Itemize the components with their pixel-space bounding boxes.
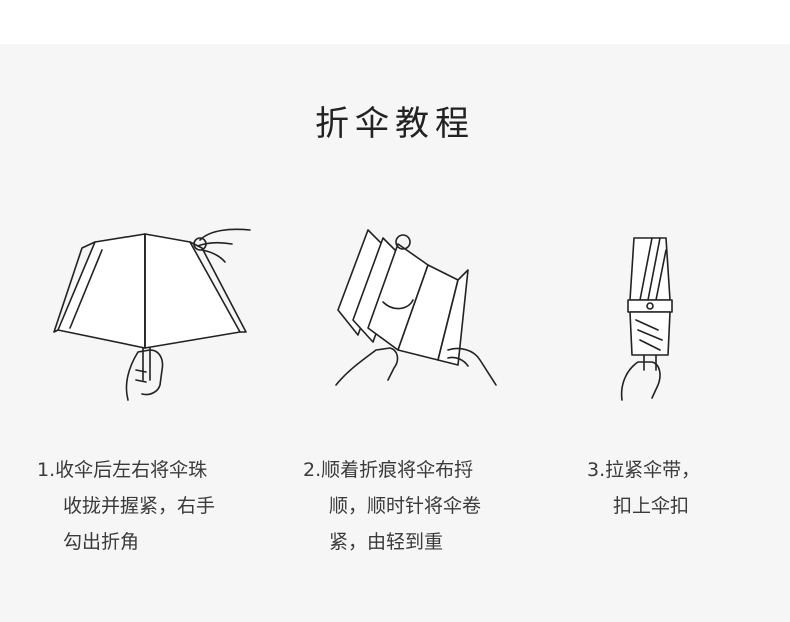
step3-line1: 3.拉紧伞带， [587,459,701,481]
page-title: 折伞教程 [315,104,475,144]
step2-instructions: 2.顺着折痕将伞布捋 顺，顺时针将伞卷 紧，由轻到重 [303,452,481,560]
step1-line3: 勾出折角 [63,531,140,553]
step2-line2: 顺，顺时针将伞卷 [329,495,482,517]
step3-instructions: 3.拉紧伞带， 扣上伞扣 [587,452,700,524]
step2-illustration [328,220,508,395]
step3-line2: 扣上伞扣 [613,495,690,517]
step3-illustration [612,220,682,405]
step1-line1: 1.收伞后左右将伞珠 [37,459,208,481]
step2-line3: 紧，由轻到重 [329,531,444,553]
step1-illustration [50,220,255,405]
step2-line1: 2.顺着折痕将伞布捋 [303,459,474,481]
step1-line2: 收拢并握紧，右手 [63,495,216,517]
step1-instructions: 1.收伞后左右将伞珠 收拢并握紧，右手 勾出折角 [37,452,215,560]
